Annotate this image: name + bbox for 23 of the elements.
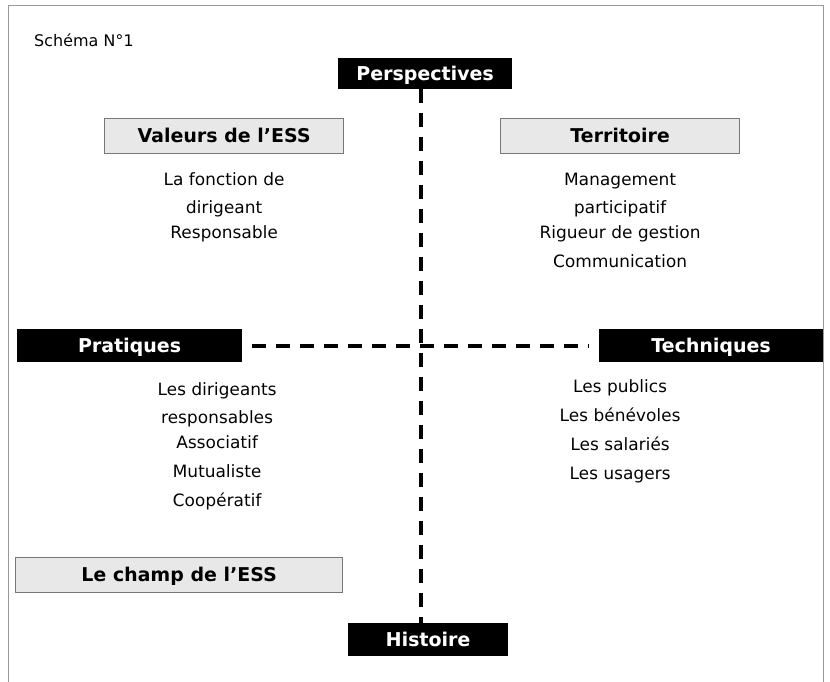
- quadrant-text: Rigueur de gestion: [539, 222, 701, 244]
- category-box: Le champ de l’ESS: [15, 557, 343, 593]
- quadrant-text: Les publics: [573, 376, 667, 398]
- quadrant-text: La fonction de dirigeant: [162, 169, 286, 220]
- quadrant-text: Communication: [553, 251, 687, 273]
- diagram-title: Schéma N°1: [34, 31, 134, 50]
- quadrant-text: Les bénévoles: [560, 405, 680, 427]
- quadrant-text: Les usagers: [569, 463, 671, 485]
- dashed-axis-line: [252, 344, 589, 348]
- quadrant-text: Mutualiste: [172, 461, 262, 483]
- axis-label: Techniques: [599, 329, 823, 362]
- quadrant-text: Les salariés: [570, 434, 670, 456]
- quadrant-text: Les dirigeants responsables: [156, 379, 278, 430]
- quadrant-text: Responsable: [170, 222, 278, 244]
- dashed-axis-line: [419, 89, 423, 623]
- category-box: Valeurs de l’ESS: [104, 118, 344, 154]
- quadrant-text: Associatif: [176, 432, 258, 454]
- axis-label: Histoire: [348, 623, 508, 656]
- quadrant-text: Management participatif: [563, 169, 677, 220]
- quadrant-text: Coopératif: [172, 490, 262, 512]
- category-box: Territoire: [500, 118, 740, 154]
- axis-label: Pratiques: [17, 329, 242, 362]
- axis-label: Perspectives: [338, 58, 512, 89]
